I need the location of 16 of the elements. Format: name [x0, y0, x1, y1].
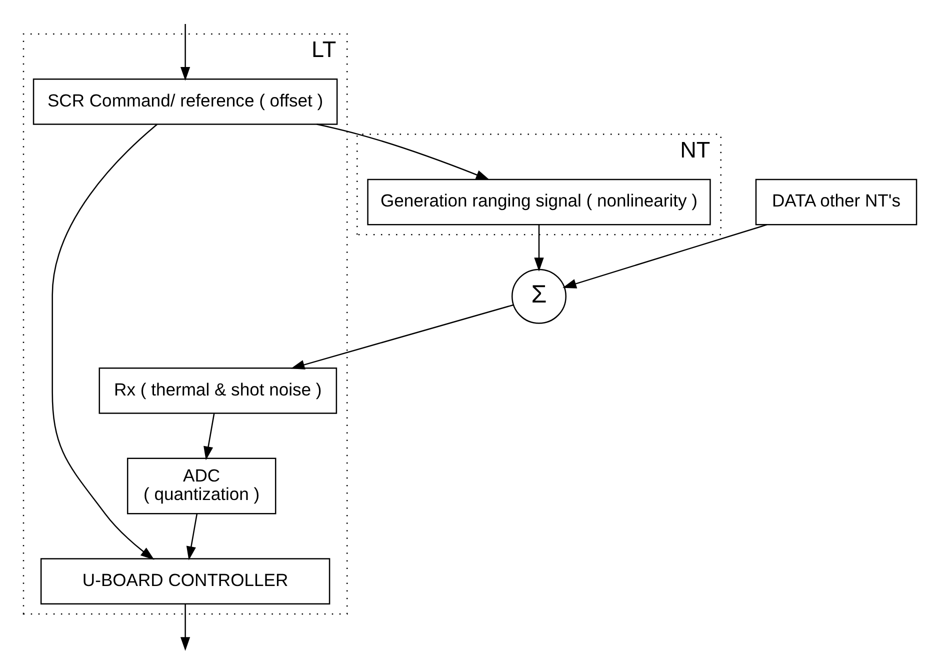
- node-box: Generation ranging signal ( nonlinearity ): [367, 178, 711, 225]
- arrow: [204, 412, 215, 460]
- arrow: [180, 23, 190, 80]
- node-box: Rx ( thermal & shot noise ): [98, 367, 338, 414]
- node-circle: Σ: [512, 268, 566, 324]
- node-box: ADC ( quantization ): [126, 457, 276, 514]
- node-box: U-BOARD CONTROLLER: [40, 558, 330, 604]
- arrow: [52, 123, 158, 560]
- arrow: [534, 224, 544, 271]
- node-box: DATA other NT's: [755, 178, 918, 225]
- arrow: [290, 304, 514, 369]
- arrow: [186, 513, 198, 560]
- arrow: [180, 604, 190, 650]
- arrow: [562, 224, 768, 288]
- arrow: [316, 123, 490, 180]
- node-box: SCR Command/ reference ( offset ): [32, 78, 338, 124]
